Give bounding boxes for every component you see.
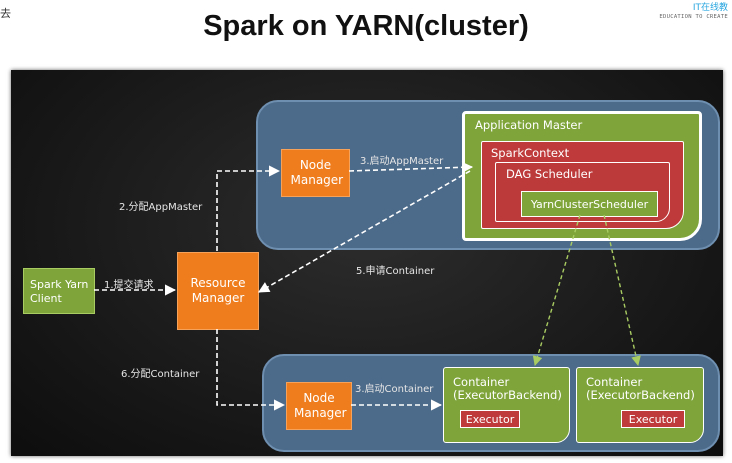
step5-label: 5.申请Container bbox=[356, 266, 435, 277]
step6-label: 6.分配Container bbox=[121, 369, 200, 380]
page-title: Spark on YARN(cluster) bbox=[203, 10, 529, 42]
container-2-title: Container (ExecutorBackend) bbox=[586, 375, 695, 402]
yarn-cluster-scheduler-box: YarnClusterScheduler bbox=[521, 191, 658, 217]
step2-label: 2.分配AppMaster bbox=[119, 202, 203, 213]
executor-2: Executor bbox=[621, 410, 685, 428]
step3-bottom-label: 3.启动Container bbox=[355, 384, 434, 395]
logo-text: IT在线教 bbox=[692, 3, 728, 13]
spark-yarn-client: Spark Yarn Client bbox=[23, 268, 95, 314]
resource-manager: Resource Manager bbox=[177, 252, 259, 330]
step1-label: 1.提交请求 bbox=[104, 280, 154, 291]
dag-scheduler-label: DAG Scheduler bbox=[506, 167, 593, 181]
arrow-request-container bbox=[258, 170, 471, 293]
node-manager-bottom: Node Manager bbox=[286, 382, 352, 430]
application-master-label: Application Master bbox=[475, 118, 583, 132]
container-1: Container (ExecutorBackend) Executor bbox=[443, 367, 570, 443]
header-left-glyph: 去 bbox=[0, 7, 11, 20]
logo-tagline: EDUCATION TO CREATE bbox=[659, 14, 728, 20]
arrow-allocate-container bbox=[216, 329, 286, 411]
container-2: Container (ExecutorBackend) Executor bbox=[576, 367, 704, 443]
arrow-scheduler-container-2 bbox=[603, 214, 641, 366]
executor-1: Executor bbox=[460, 410, 520, 428]
spark-context-label: SparkContext bbox=[491, 146, 570, 160]
yarn-cluster-scheduler-label: YarnClusterScheduler bbox=[530, 197, 649, 211]
arrow-launch-appmaster bbox=[348, 161, 474, 173]
arrow-scheduler-container-1 bbox=[532, 214, 581, 366]
arrow-allocate-appmaster bbox=[216, 165, 281, 251]
node-manager-top: Node Manager bbox=[281, 149, 350, 197]
step3-top-label: 3.启动AppMaster bbox=[360, 156, 444, 167]
container-1-title: Container (ExecutorBackend) bbox=[453, 375, 562, 402]
